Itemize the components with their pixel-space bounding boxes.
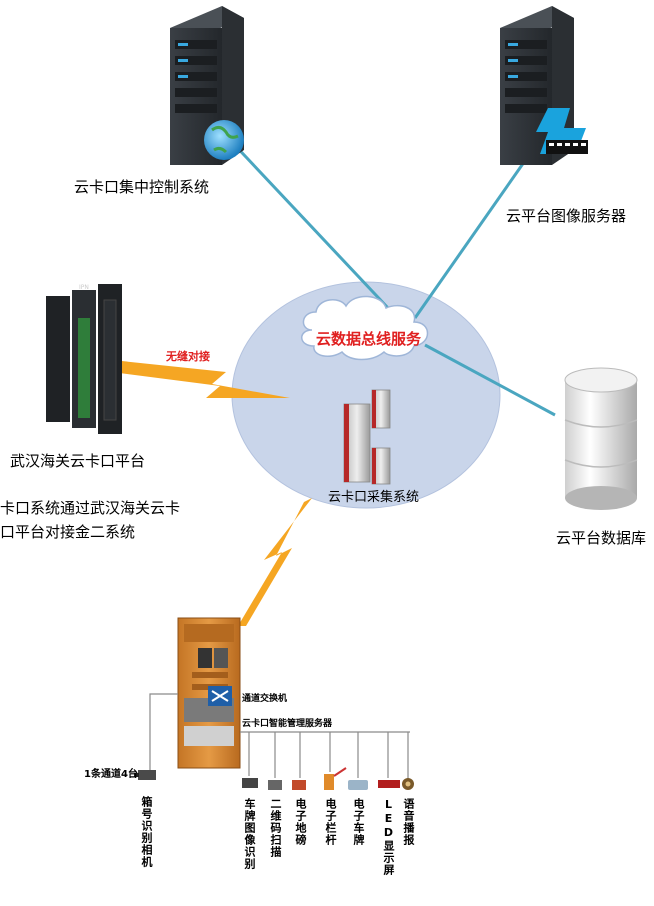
lightning-collection bbox=[238, 498, 312, 626]
wuhan-platform-label: 武汉海关云卡口平台 bbox=[10, 452, 146, 470]
control-server-icon bbox=[170, 6, 244, 165]
note-line-2: 口平台对接金二系统 bbox=[0, 523, 136, 541]
channel-cabinet-icon bbox=[177, 617, 241, 769]
device-label-qr-scan: 二维码扫描 bbox=[269, 798, 282, 858]
collection-label: 云卡口采集系统 bbox=[328, 490, 420, 505]
device-label-voice: 语音播报 bbox=[402, 798, 415, 846]
control-system-label: 云卡口集中控制系统 bbox=[74, 178, 210, 196]
barrier-gate-icon bbox=[324, 767, 347, 790]
collection-towers-icon bbox=[343, 389, 391, 485]
link-db-to-bus bbox=[424, 343, 556, 417]
channel-count-label: 1条通道4台 bbox=[84, 769, 138, 780]
rack-brand-label: IPN bbox=[79, 284, 89, 291]
plate-camera-icon bbox=[242, 778, 258, 788]
qr-scanner-icon bbox=[268, 780, 282, 790]
platform-rack-icon bbox=[46, 284, 122, 434]
bus-cloud-icon bbox=[301, 295, 429, 361]
image-server-label: 云平台图像服务器 bbox=[506, 207, 627, 225]
device-label-plate-recognition: 车牌图像识别 bbox=[243, 798, 256, 870]
device-wiring bbox=[149, 693, 410, 778]
electronic-plate-icon bbox=[348, 780, 368, 790]
seamless-label: 无缝对接 bbox=[166, 350, 210, 363]
device-label-container-camera: 箱号识别相机 bbox=[140, 796, 153, 868]
switch-icon bbox=[208, 686, 232, 706]
note-line-1: 卡口系统通过武汉海关云卡 bbox=[0, 499, 181, 517]
led-display-icon bbox=[378, 780, 400, 788]
database-cylinder-icon bbox=[564, 367, 638, 510]
lightning-seamless bbox=[112, 360, 290, 398]
device-label-weighbridge: 电子地磅 bbox=[294, 798, 307, 846]
database-label: 云平台数据库 bbox=[556, 529, 647, 547]
device-label-barrier: 电子栏杆 bbox=[324, 798, 337, 846]
device-label-electronic-plate: 电子车牌 bbox=[352, 798, 365, 846]
link-control-to-bus bbox=[228, 138, 390, 310]
container-camera-icon bbox=[134, 770, 156, 780]
bus-service-label: 云数据总线服务 bbox=[316, 330, 422, 348]
device-label-led: LED显示屏 bbox=[382, 798, 395, 876]
weighbridge-icon bbox=[292, 780, 306, 790]
film-strip-icon bbox=[536, 108, 588, 154]
image-server-icon bbox=[500, 6, 588, 165]
speaker-icon bbox=[402, 778, 414, 790]
mgmt-server-label: 云卡口智能管理服务器 bbox=[242, 719, 333, 729]
globe-icon bbox=[204, 120, 244, 160]
switch-label: 通道交换机 bbox=[242, 694, 288, 704]
